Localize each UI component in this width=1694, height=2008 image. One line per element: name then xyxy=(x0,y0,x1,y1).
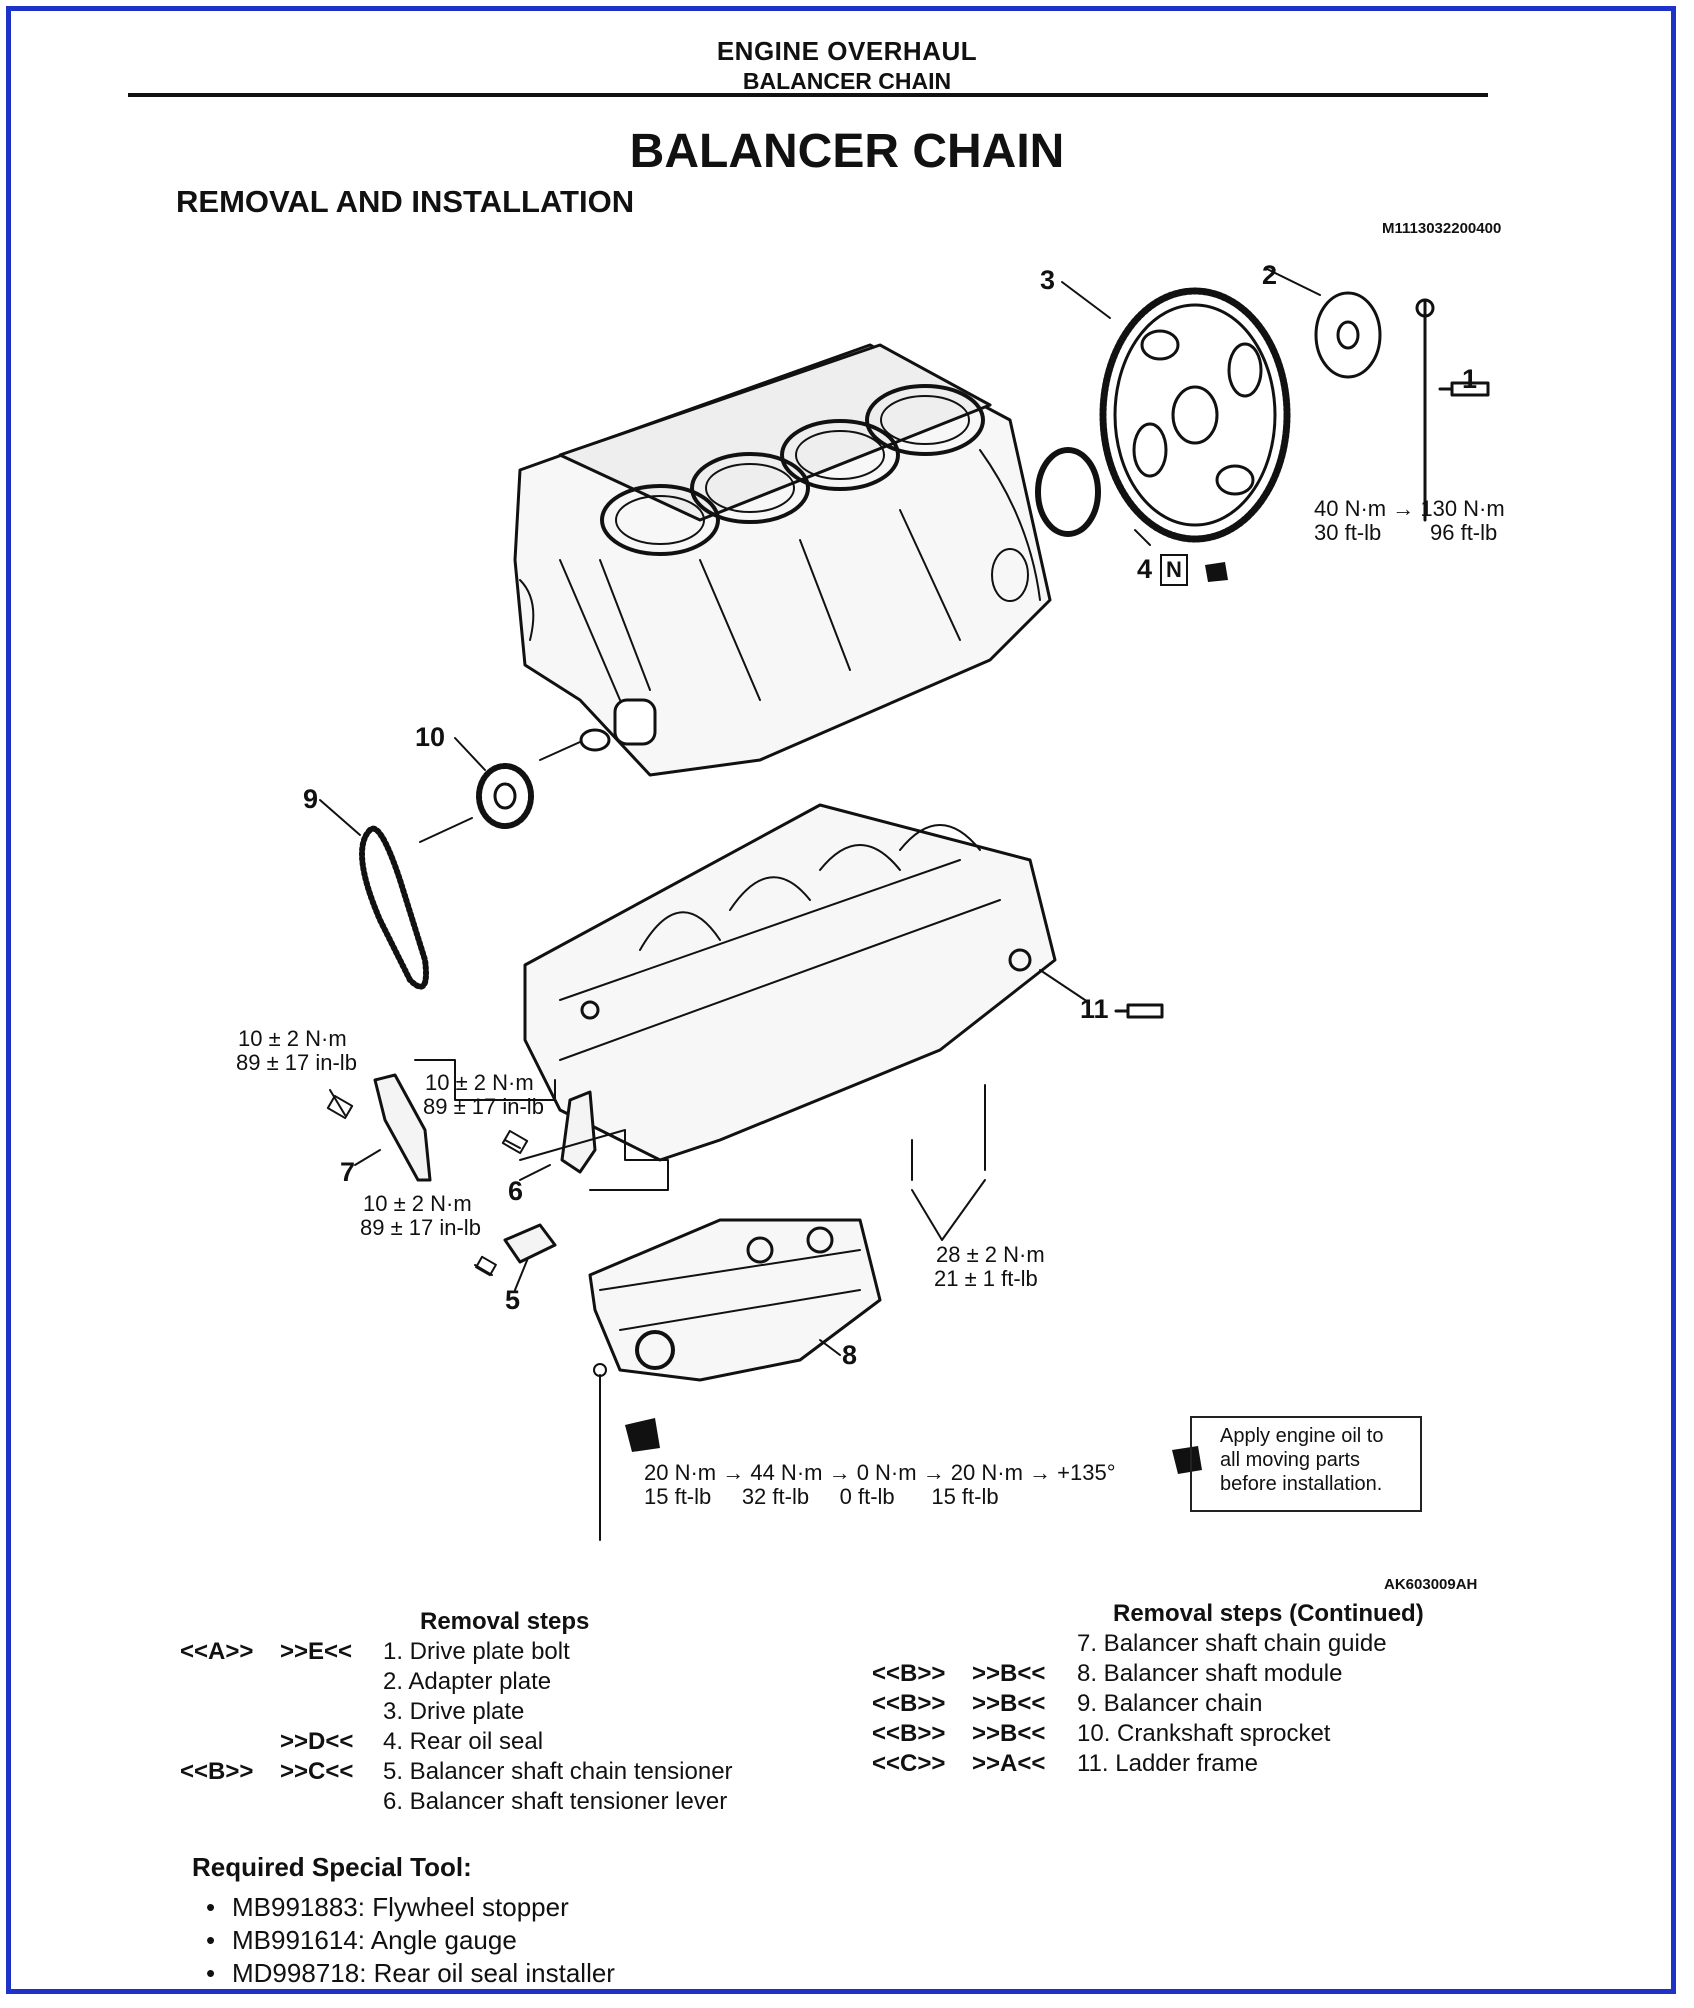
torque-tensioner-line1: 10 ± 2 N·m xyxy=(363,1191,472,1216)
part-number-9: 9 xyxy=(303,784,319,814)
figure-id: AK603009AH xyxy=(1384,1576,1478,1593)
document-id: M1113032200400 xyxy=(1382,220,1502,237)
section-header: ENGINE OVERHAUL xyxy=(716,36,978,66)
bullet-icon: • xyxy=(206,1892,216,1922)
adapter-plate-drawing xyxy=(1314,291,1382,379)
rear-oil-seal-drawing xyxy=(1035,447,1101,537)
drive-plate-drawing xyxy=(1099,287,1291,543)
new-part-badge: N xyxy=(1160,554,1188,586)
leader-lines xyxy=(319,267,1321,1541)
crankshaft-sprocket-drawing xyxy=(476,763,534,829)
ladder-frame-drawing xyxy=(523,803,1057,1162)
oil-note-line1: Apply engine oil to xyxy=(1220,1425,1384,1447)
part-number-8: 8 xyxy=(842,1340,858,1370)
torque-module-bolts-line1: 28 ± 2 N·m xyxy=(936,1242,1045,1267)
subsection-header: BALANCER CHAIN xyxy=(742,68,952,94)
removal-steps-heading: Removal steps xyxy=(420,1608,590,1635)
tensioner-lever-drawing xyxy=(560,1090,597,1174)
balancer-module-drawing xyxy=(588,1218,882,1382)
chain-tensioner-drawing xyxy=(503,1223,557,1264)
drive-plate-bolt-drawing xyxy=(1438,381,1490,397)
removal-steps-continued-heading: Removal steps (Continued) xyxy=(1113,1600,1424,1627)
torque-module-bolts-line2: 21 ± 1 ft-lb xyxy=(934,1266,1038,1291)
part-number-11: 11 xyxy=(1080,994,1109,1024)
torque-lever-line2: 89 ± 17 in-lb xyxy=(423,1094,544,1119)
oil-note-line2: all moving parts xyxy=(1220,1449,1361,1471)
oil-can-icon xyxy=(625,562,1228,1474)
bullet-icon: • xyxy=(206,1958,216,1988)
part-number-3: 3 xyxy=(1040,265,1056,295)
part-number-5: 5 xyxy=(505,1285,521,1315)
torque-flywheel-line2a: 30 ft-lb xyxy=(1314,520,1382,545)
part-number-2: 2 xyxy=(1262,260,1278,290)
section-subtitle: REMOVAL AND INSTALLATION xyxy=(176,184,635,219)
tool-item: •MB991614: Angle gauge xyxy=(206,1925,517,1955)
required-tools-heading: Required Special Tool: xyxy=(192,1852,472,1882)
page-title: BALANCER CHAIN xyxy=(629,125,1065,178)
part-number-6: 6 xyxy=(508,1176,524,1206)
torque-guide-line1: 10 ± 2 N·m xyxy=(238,1026,347,1051)
part-number-7: 7 xyxy=(340,1157,356,1187)
torque-module-long-line2: 15 ft-lb 32 ft-lb 0 ft-lb 15 ft-lb xyxy=(644,1484,999,1509)
chain-guide-drawing xyxy=(373,1073,432,1182)
torque-module-long-line1: 20 N·m → 44 N·m → 0 N·m → 20 N·m → +135° xyxy=(644,1460,1116,1485)
tool-item: •MD998718: Rear oil seal installer xyxy=(206,1958,615,1988)
oil-application-note: Apply engine oil to all moving parts bef… xyxy=(1190,1416,1422,1512)
part-number-4: 4 xyxy=(1137,554,1153,584)
engine-block-drawing xyxy=(513,343,1052,777)
balancer-chain-drawing xyxy=(359,825,429,990)
torque-tensioner-line2: 89 ± 17 in-lb xyxy=(360,1215,481,1240)
torque-lever-line1: 10 ± 2 N·m xyxy=(425,1070,534,1095)
ladder-frame-bolt-drawing xyxy=(1114,1003,1164,1019)
torque-flywheel-line1: 40 N·m → 130 N·m xyxy=(1314,496,1505,521)
torque-flywheel-line2b: 96 ft-lb xyxy=(1430,520,1498,545)
part-number-1: 1 xyxy=(1462,364,1478,394)
header-rule xyxy=(128,93,1488,97)
torque-guide-line2: 89 ± 17 in-lb xyxy=(236,1050,357,1075)
page-border xyxy=(6,6,1676,1994)
bullet-icon: • xyxy=(206,1925,216,1955)
tool-item: •MB991883: Flywheel stopper xyxy=(206,1892,569,1922)
oil-note-line3: before installation. xyxy=(1220,1473,1383,1495)
part-number-10: 10 xyxy=(415,722,446,752)
